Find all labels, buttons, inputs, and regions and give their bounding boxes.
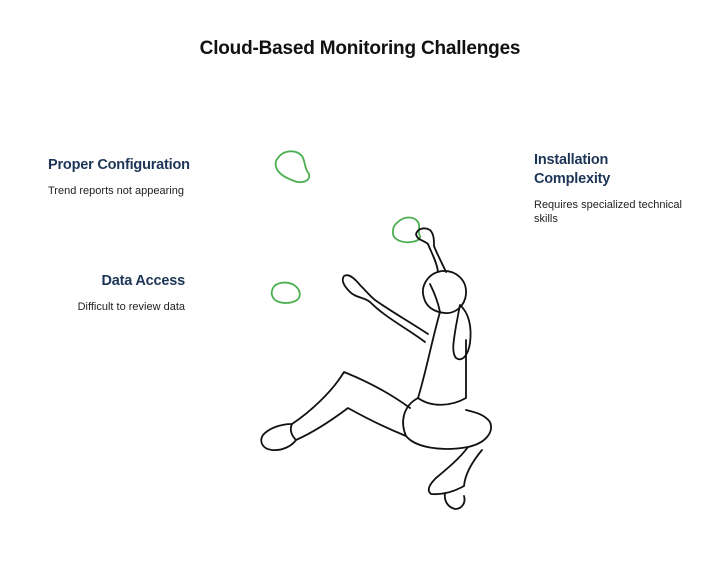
climbing-hold-data-access [270,281,301,304]
climbing-hold-installation-complexity [391,216,421,244]
climbing-hold-proper-configuration [274,150,311,184]
climber-left-shoe [260,423,297,452]
challenge-heading-data-access: Data Access [101,273,185,289]
challenge-description-data-access: Difficult to review data [77,301,185,313]
climber-shorts [402,397,492,450]
challenge-description-proper-configuration: Trend reports not appearing [48,185,184,197]
climber-extended-leg [289,371,411,441]
challenge-heading-proper-configuration: Proper Configuration [48,157,190,173]
climber-torso [417,311,467,406]
climber-head [422,270,467,314]
page-title: Cloud-Based Monitoring Challenges [199,38,521,59]
climber-raised-arm [415,227,447,273]
climber-ponytail [452,304,472,361]
challenge-heading-installation-complexity: Installation Complexity [534,152,611,187]
climber-right-shoe [443,492,466,510]
challenge-description-installation-complexity: Requires specialized technical skills [534,199,682,225]
climber-bent-leg [427,446,483,496]
climber-bent-arm [341,274,429,343]
climber-figure [260,227,492,510]
climber-face [429,283,441,313]
